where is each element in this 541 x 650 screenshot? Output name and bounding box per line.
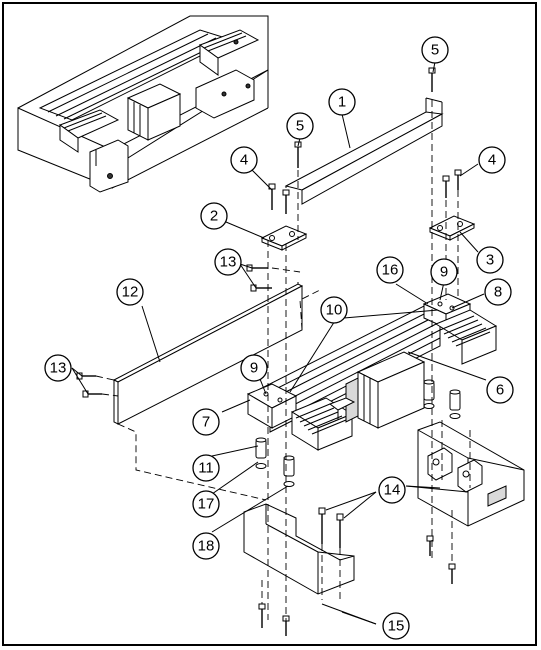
callout-number: 9 — [250, 360, 258, 377]
callout-c12: 12 — [117, 279, 143, 305]
part-3-plate — [430, 216, 474, 240]
part-1-top-angle — [286, 98, 442, 204]
callout-c4a: 4 — [231, 147, 257, 173]
callout-number: 3 — [486, 252, 494, 269]
callout-number: 7 — [202, 414, 210, 431]
foot-bracket-right — [418, 422, 524, 526]
callout-c13a: 13 — [215, 249, 241, 275]
callout-number: 8 — [494, 284, 502, 301]
callout-number: 12 — [122, 284, 139, 301]
callout-number: 6 — [496, 382, 504, 399]
callout-number: 13 — [220, 254, 237, 271]
assembled-view-inset — [18, 16, 268, 192]
callout-number: 17 — [198, 496, 215, 513]
callout-number: 4 — [488, 152, 496, 169]
callout-c17: 17 — [193, 491, 219, 517]
callout-number: 15 — [388, 618, 405, 635]
callout-number: 10 — [326, 302, 343, 319]
callout-c5a: 5 — [422, 37, 448, 63]
callout-number: 5 — [296, 118, 304, 135]
callout-c13b: 13 — [45, 355, 71, 381]
callout-c7: 7 — [193, 409, 219, 435]
callout-c5b: 5 — [287, 113, 313, 139]
callout-c16: 16 — [377, 257, 403, 283]
callout-number: 14 — [384, 482, 401, 499]
callout-number: 13 — [50, 360, 67, 377]
callout-c11: 11 — [193, 455, 219, 481]
callout-c15: 15 — [383, 613, 409, 639]
callout-c9b: 9 — [241, 355, 267, 381]
callout-number: 18 — [198, 538, 215, 555]
callout-c3: 3 — [477, 247, 503, 273]
callout-c8: 8 — [485, 279, 511, 305]
callout-number: 16 — [382, 262, 399, 279]
callout-c1: 1 — [329, 89, 355, 115]
callout-c18: 18 — [193, 533, 219, 559]
callout-c6: 6 — [487, 377, 513, 403]
callout-number: 1 — [338, 94, 346, 111]
part-2-plate — [262, 226, 306, 250]
callout-number: 4 — [240, 152, 248, 169]
callout-c10: 10 — [321, 297, 347, 323]
callout-number: 11 — [198, 460, 214, 477]
callout-c14: 14 — [379, 477, 405, 503]
callout-number: 5 — [431, 42, 439, 59]
callout-number: 9 — [440, 264, 448, 281]
callout-c4b: 4 — [479, 147, 505, 173]
callout-c9a: 9 — [431, 259, 457, 285]
callout-c2: 2 — [201, 203, 227, 229]
callout-number: 2 — [210, 208, 218, 225]
